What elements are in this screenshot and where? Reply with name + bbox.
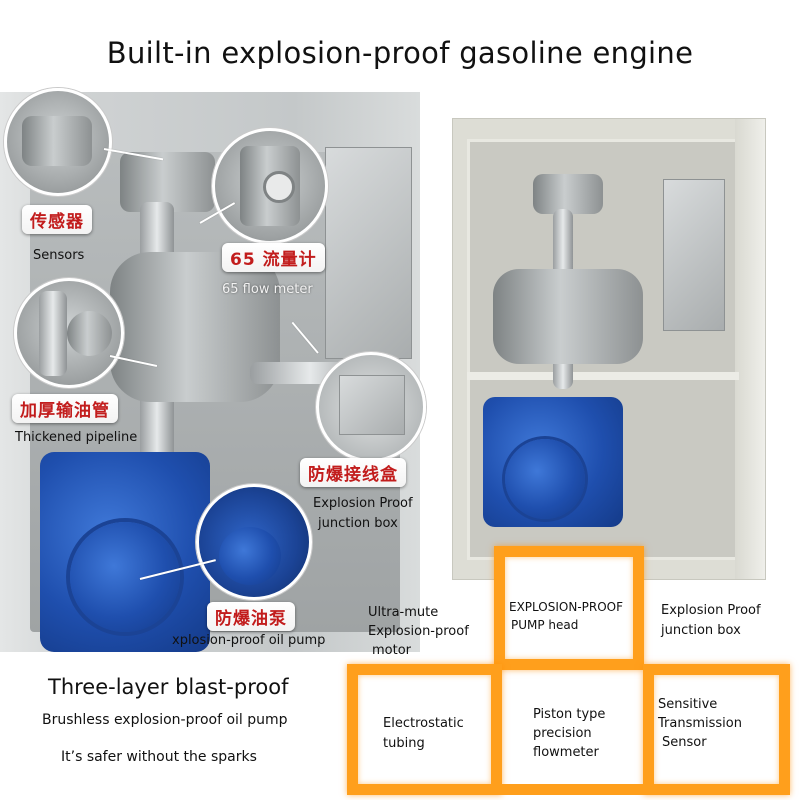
feature-cell-flowmeter-bottom xyxy=(494,664,644,795)
feature-sensor-line3: Sensor xyxy=(662,735,707,750)
right-motor-cover-image xyxy=(505,439,585,519)
right-junction-box-image xyxy=(663,179,725,331)
feature-cell-tubing xyxy=(347,664,502,795)
junction-en-label-line1: Explosion Proof xyxy=(313,496,413,511)
feature-tubing-line1: Electrostatic xyxy=(383,716,464,731)
pipeline-inset xyxy=(14,278,124,388)
flowmeter-cn-label: 65 流量计 xyxy=(222,243,325,272)
feature-junction-box-line2: junction box xyxy=(661,623,741,638)
sensors-en-label: Sensors xyxy=(33,248,85,263)
feature-motor-line3: motor xyxy=(372,643,412,658)
junction-box-inset xyxy=(316,352,426,462)
oil-pump-en-label: xplosion-proof oil pump xyxy=(172,633,326,648)
feature-cell-pump-head xyxy=(494,546,644,670)
pipeline-cn-label: 加厚输油管 xyxy=(12,394,118,423)
pipeline-en-label: Thickened pipeline xyxy=(15,430,138,445)
three-layer-headline: Three-layer blast-proof xyxy=(48,675,289,699)
cabinet-door xyxy=(735,119,765,579)
feature-pump-head-text: EXPLOSION-PROOF PUMP head xyxy=(509,598,623,634)
sensors-cn-label: 传感器 xyxy=(22,205,92,234)
feature-cell-sensor xyxy=(643,664,790,795)
feature-motor-text: Ultra-mute Explosion-proof motor xyxy=(368,603,469,660)
sensor-inset xyxy=(4,88,112,196)
feature-sensor-line1: Sensitive xyxy=(658,697,718,712)
feature-pump-head-line1: EXPLOSION-PROOF xyxy=(509,600,624,614)
oil-pump-cn-label: 防爆油泵 xyxy=(207,602,295,631)
feature-flowmeter-line3: flowmeter xyxy=(533,745,599,760)
feature-junction-box-line1: Explosion Proof xyxy=(661,603,761,618)
motor-cover-image xyxy=(70,522,180,632)
flowmeter-inset xyxy=(212,128,328,244)
junction-cn-label: 防爆接线盒 xyxy=(300,458,406,487)
feature-motor-line1: Ultra-mute xyxy=(368,605,439,620)
safer-note: It’s safer without the sparks xyxy=(61,749,257,765)
feature-tubing-text: Electrostatic tubing xyxy=(383,714,464,754)
junction-box-image xyxy=(325,147,412,359)
feature-flowmeter-line1: Piston type xyxy=(533,707,606,722)
page-title: Built-in explosion-proof gasoline engine xyxy=(106,36,694,70)
feature-sensor-line2: Transmission xyxy=(658,716,742,731)
feature-pump-head-line2: PUMP head xyxy=(511,618,579,632)
brushless-subline: Brushless explosion-proof oil pump xyxy=(42,712,288,728)
feature-flowmeter-text: Piston type precision flowmeter xyxy=(533,705,605,762)
feature-motor-line2: Explosion-proof xyxy=(368,624,469,639)
cabinet-shelf xyxy=(467,372,739,380)
flowmeter-en-label: 65 flow meter xyxy=(222,282,313,297)
feature-sensor-text: Sensitive Transmission Sensor xyxy=(658,695,742,752)
feature-tubing-line2: tubing xyxy=(383,736,425,751)
right-flowmeter-image xyxy=(493,269,643,364)
junction-en-label-line2: junction box xyxy=(318,516,398,531)
product-photo-right xyxy=(452,118,766,580)
feature-junction-box-text: Explosion Proof junction box xyxy=(661,601,761,641)
oil-pump-inset xyxy=(196,484,312,600)
feature-flowmeter-line2: precision xyxy=(533,726,592,741)
right-pump-head-image xyxy=(533,174,603,214)
